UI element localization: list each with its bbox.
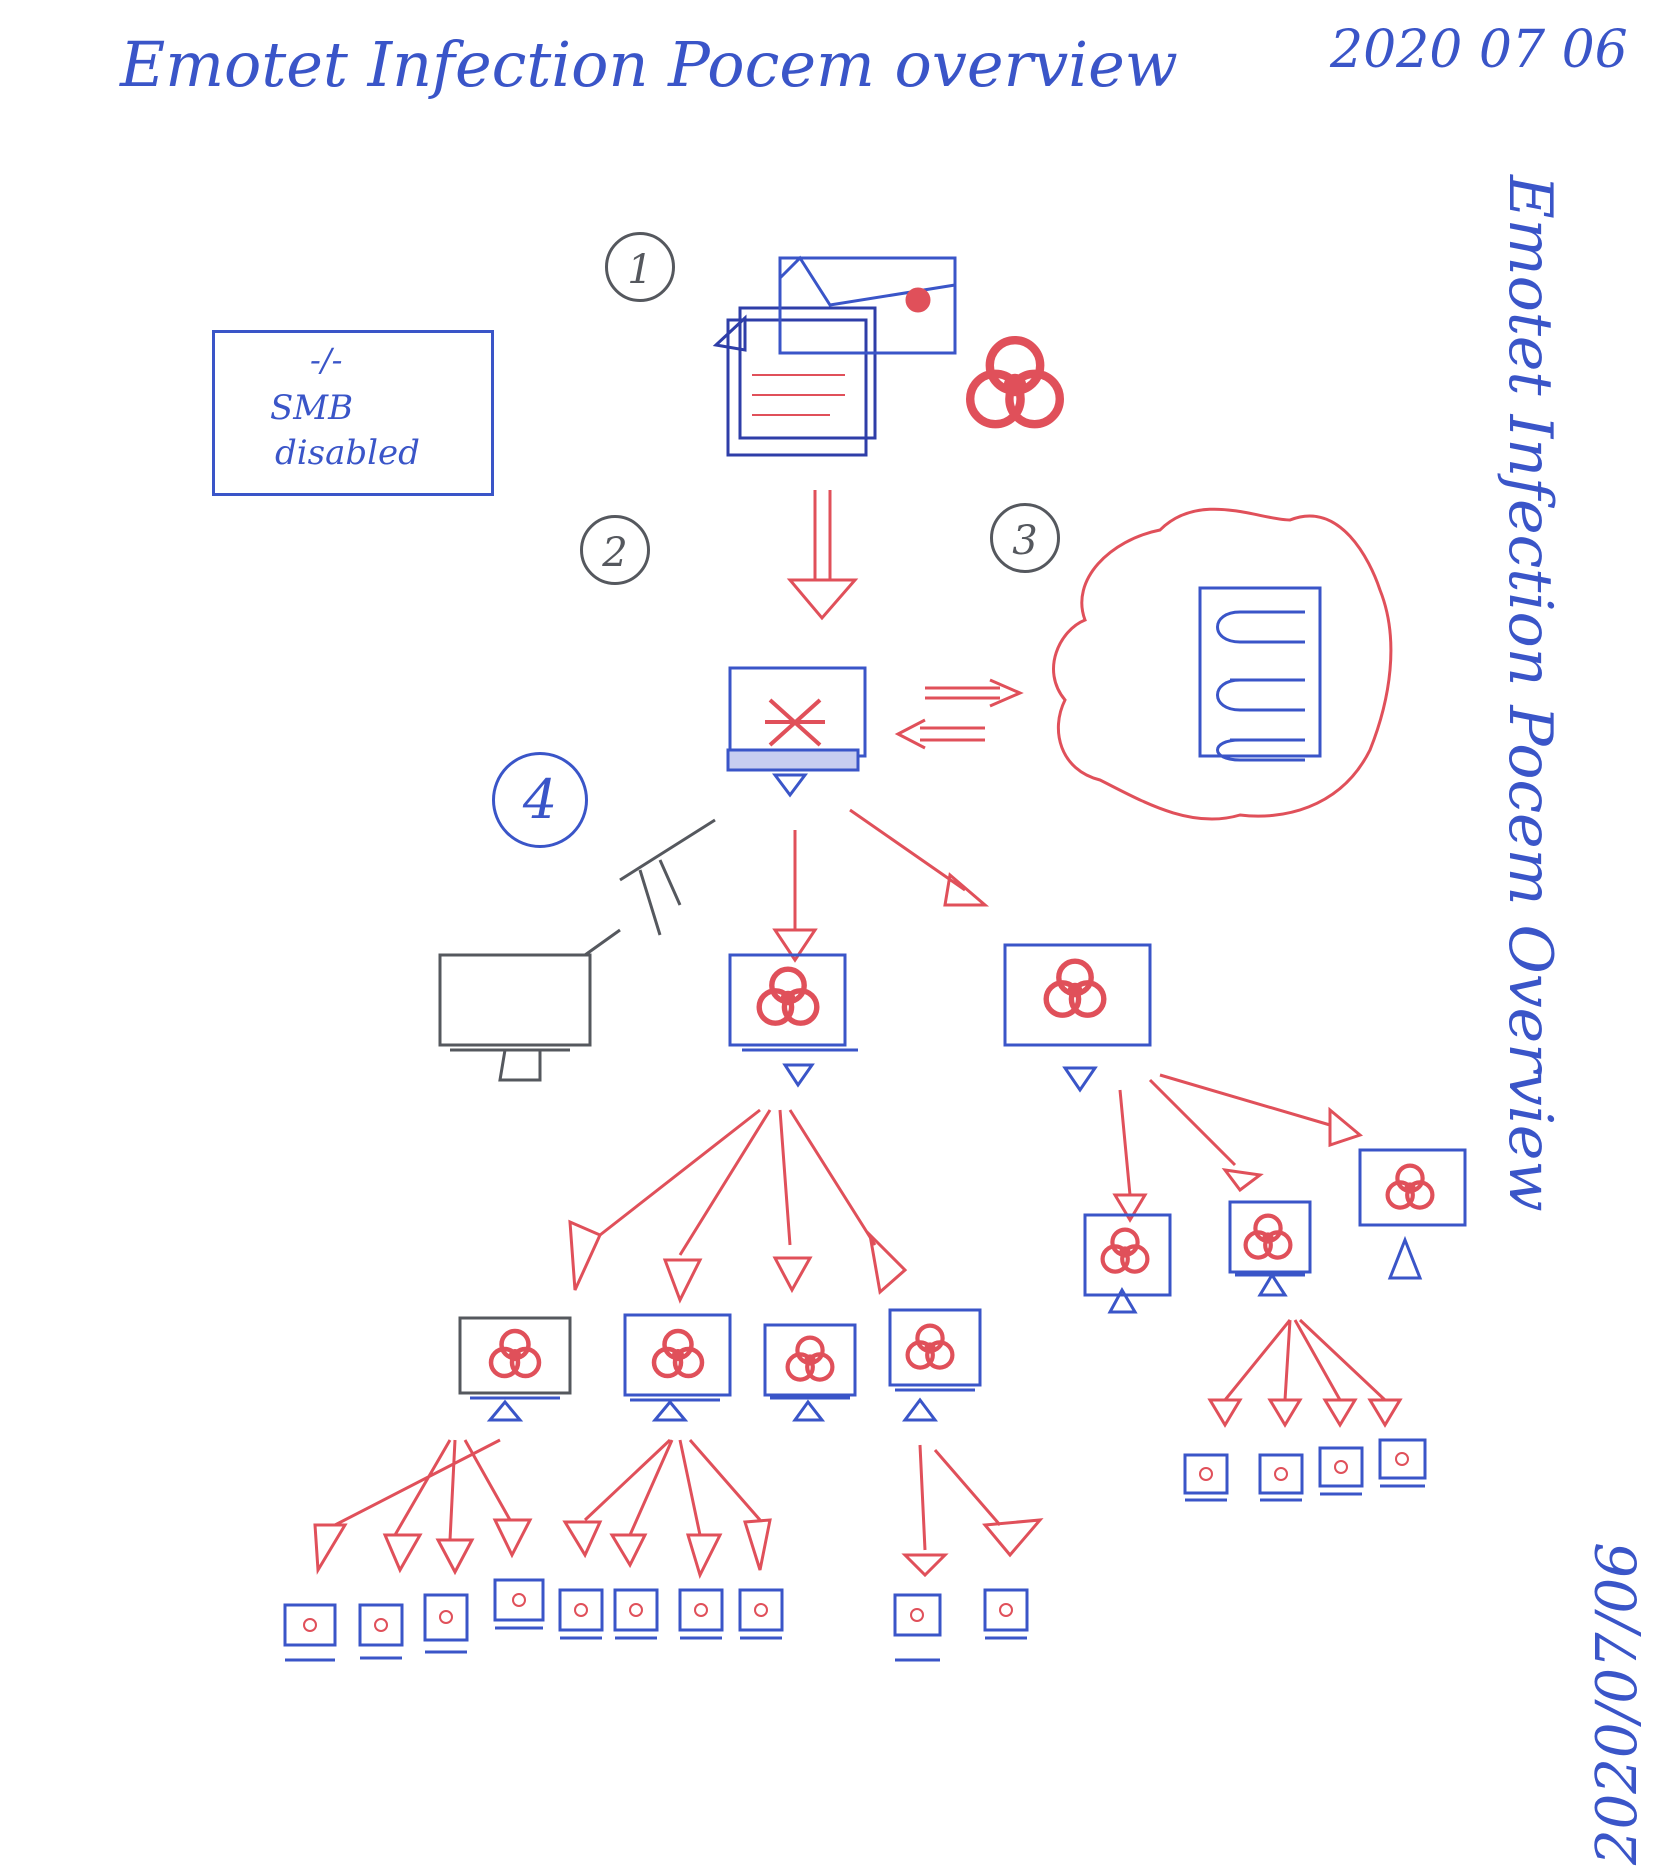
infected-computer-tier3-f	[1228, 1200, 1312, 1297]
spread-arrows-right	[1112, 1073, 1364, 1223]
spread-arrows-tier4	[313, 1318, 1403, 1580]
smb-label: SMB	[270, 388, 354, 428]
infected-computer-tier3-g	[1358, 1148, 1467, 1280]
lateral-spread-arrows	[772, 808, 990, 963]
malware-biohazard-icon	[970, 340, 1060, 424]
infected-computer-tier3-d	[888, 1308, 982, 1422]
leaf-computers	[283, 1438, 1427, 1662]
step-4-marker: 4	[492, 752, 588, 848]
infected-computer-tier3-a	[458, 1316, 572, 1422]
smb-disabled-note: -/- SMB disabled	[212, 330, 494, 496]
infected-computer-tier2-b	[1003, 943, 1152, 1093]
step-1-marker: 1	[605, 232, 675, 302]
spread-arrows-left	[568, 1108, 908, 1304]
infected-computer-tier3-e	[1083, 1213, 1172, 1314]
diagram-title: Emotet Infection Pocem overview	[120, 28, 1178, 101]
phishing-email-icon	[712, 255, 957, 457]
diagram-date: 2020 07 06	[1330, 20, 1628, 80]
step-2-marker: 2	[580, 515, 650, 585]
blocked-mark: -/-	[310, 341, 343, 379]
disabled-label: disabled	[275, 433, 420, 473]
step-3-marker: 3	[990, 503, 1060, 573]
delivery-arrow	[786, 490, 859, 621]
c2-cloud-server	[1052, 507, 1393, 821]
patient-zero-computer	[726, 666, 867, 798]
protected-computer	[438, 818, 716, 1082]
infected-computer-tier3-b	[623, 1313, 732, 1422]
infected-computer-tier2-a	[728, 953, 858, 1088]
c2-traffic-arrows	[894, 678, 1024, 750]
infected-computer-tier3-c	[763, 1323, 857, 1422]
